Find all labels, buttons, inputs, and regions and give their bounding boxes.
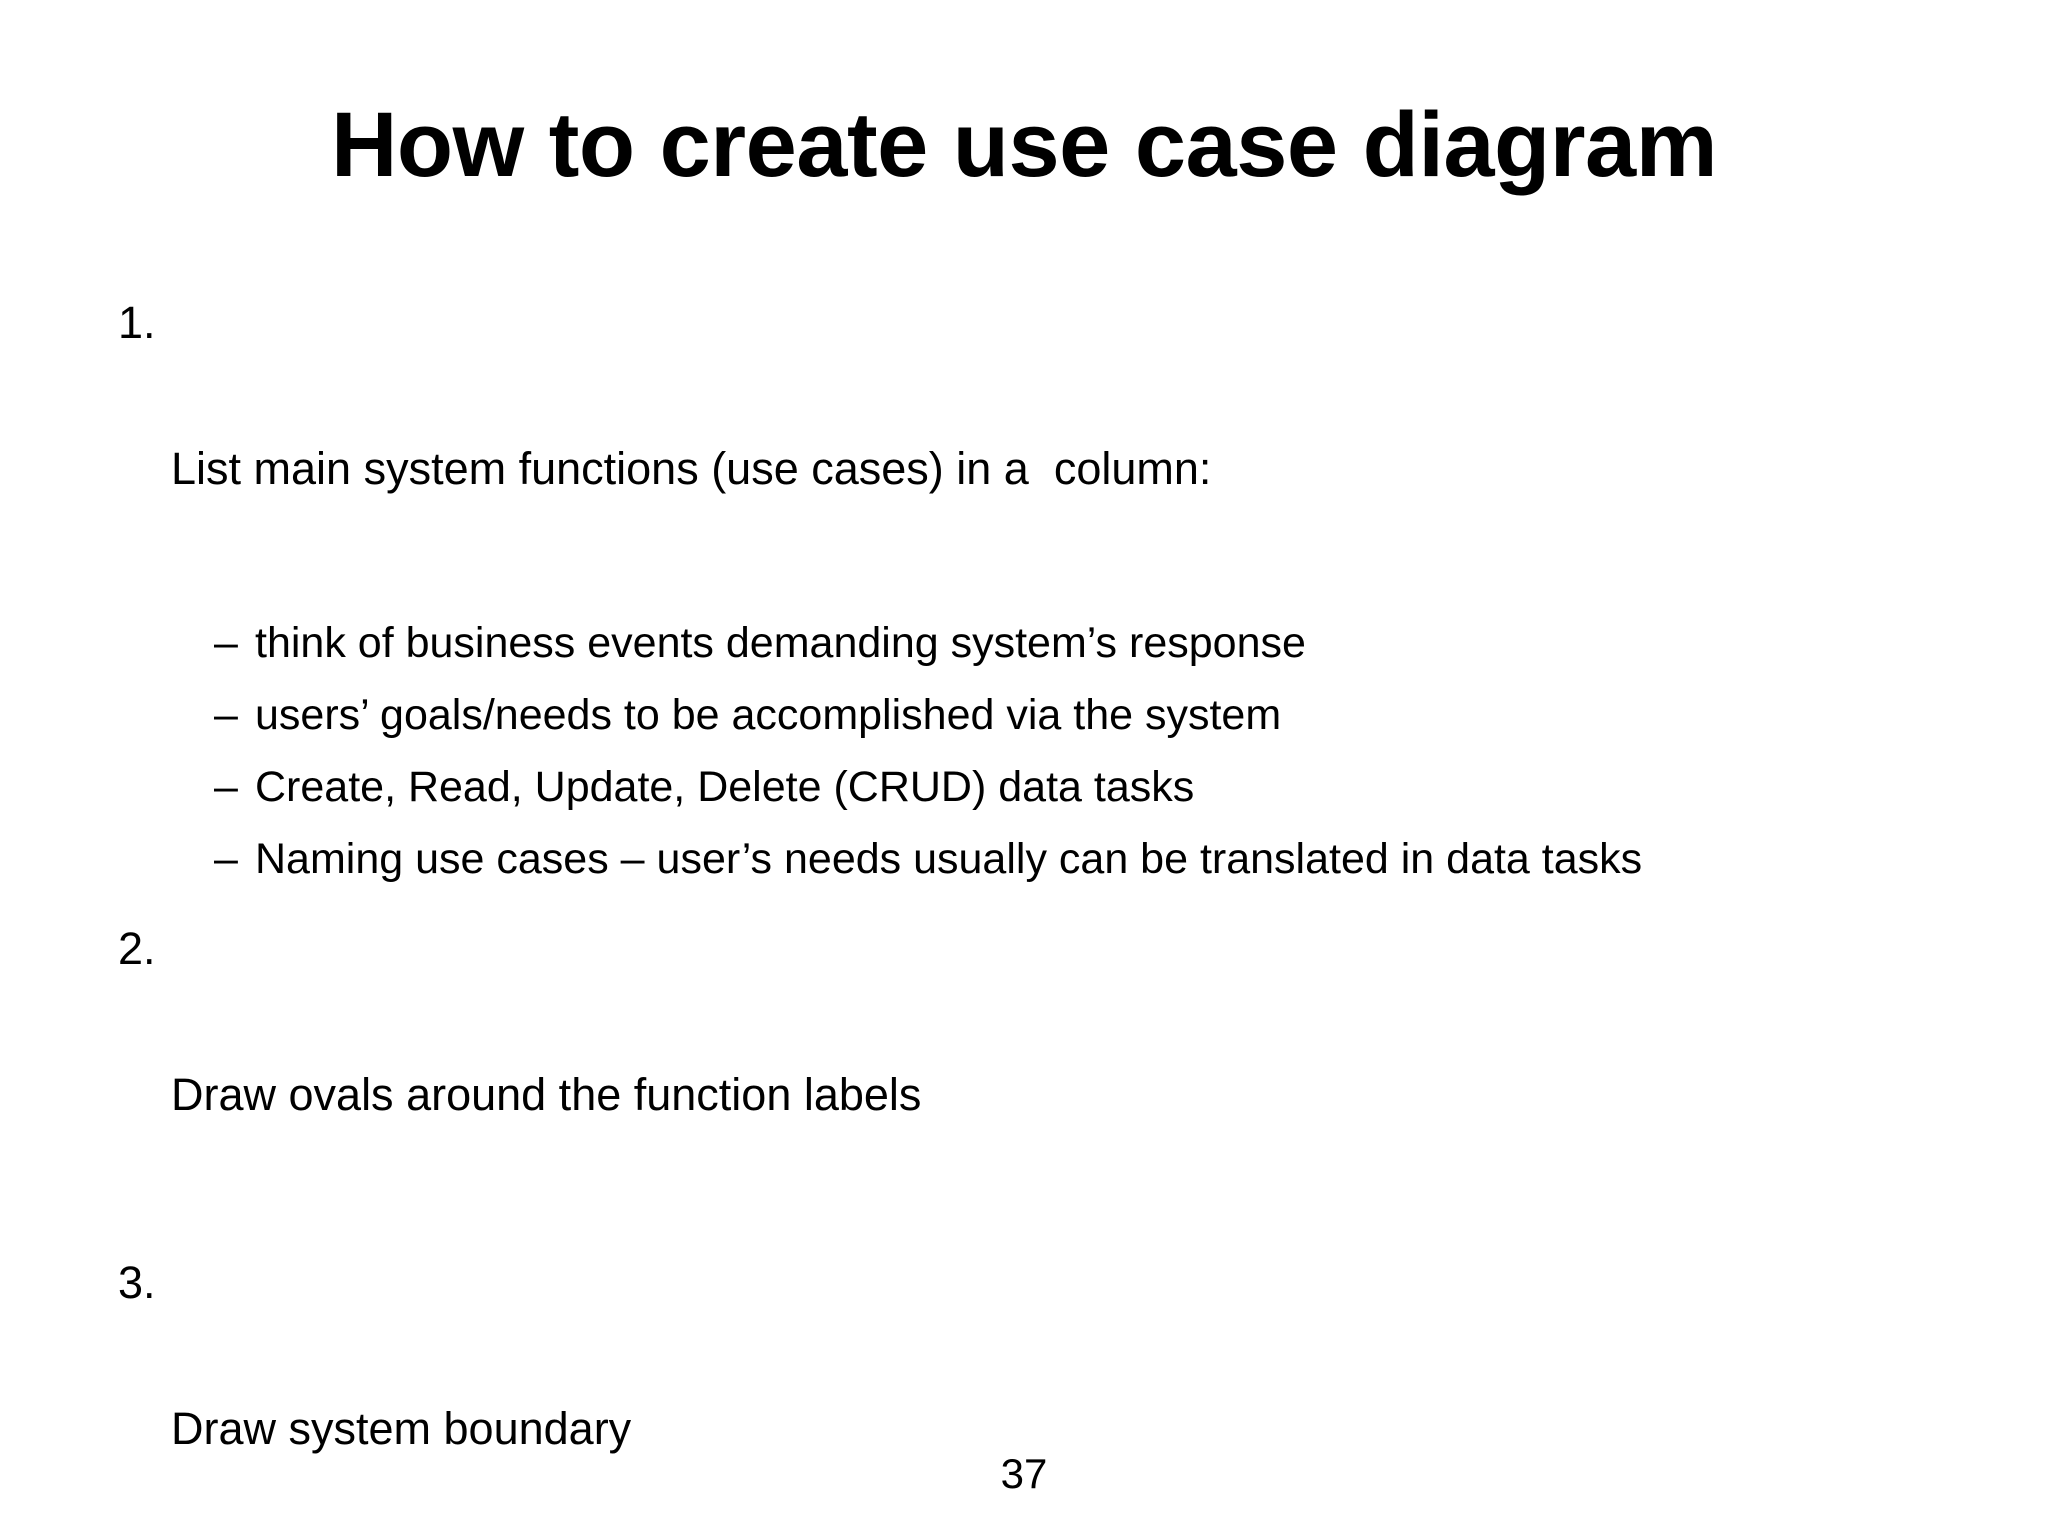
- list-item-marker: 1.: [118, 297, 156, 348]
- dash-bullet-icon: –: [214, 690, 238, 739]
- sub-list-item-text: Create, Read, Update, Delete (CRUD) data…: [255, 762, 1195, 811]
- dash-bullet-icon: –: [214, 834, 238, 883]
- list-item: 1. List main system functions (use cases…: [118, 300, 1948, 594]
- sub-list-item-text: think of business events demanding syste…: [255, 618, 1306, 667]
- list-item-text: List main system functions (use cases) i…: [171, 443, 1212, 494]
- sub-list-item-text: users’ goals/needs to be accomplished vi…: [255, 690, 1282, 739]
- list-item: 2. Draw ovals around the function labels: [118, 926, 1948, 1220]
- page-number: 37: [1000, 1450, 1048, 1497]
- sub-list-item: – think of business events demanding sys…: [118, 616, 1948, 671]
- list-item-text: Draw ovals around the function labels: [171, 1068, 922, 1120]
- slide-body: 1. List main system functions (use cases…: [118, 300, 1948, 1536]
- page-title: How to create use case diagram: [330, 94, 1718, 196]
- sub-list-item-text: Naming use cases – user’s needs usually …: [255, 834, 1643, 883]
- sub-list-item: – Naming use cases – user’s needs usuall…: [118, 832, 1948, 887]
- sub-list: – think of business events demanding sys…: [118, 616, 1948, 887]
- spacer: [118, 904, 1948, 926]
- sub-list-item: – users’ goals/needs to be accomplished …: [118, 688, 1948, 743]
- sub-list-item: – Create, Read, Update, Delete (CRUD) da…: [118, 760, 1948, 815]
- dash-bullet-icon: –: [214, 618, 238, 667]
- list-item: 3. Draw system boundary: [118, 1260, 1948, 1536]
- list-item-marker: 2.: [118, 922, 156, 974]
- dash-bullet-icon: –: [214, 762, 238, 811]
- list-item-text: Draw system boundary: [171, 1402, 632, 1454]
- list-item-marker: 3.: [118, 1256, 156, 1308]
